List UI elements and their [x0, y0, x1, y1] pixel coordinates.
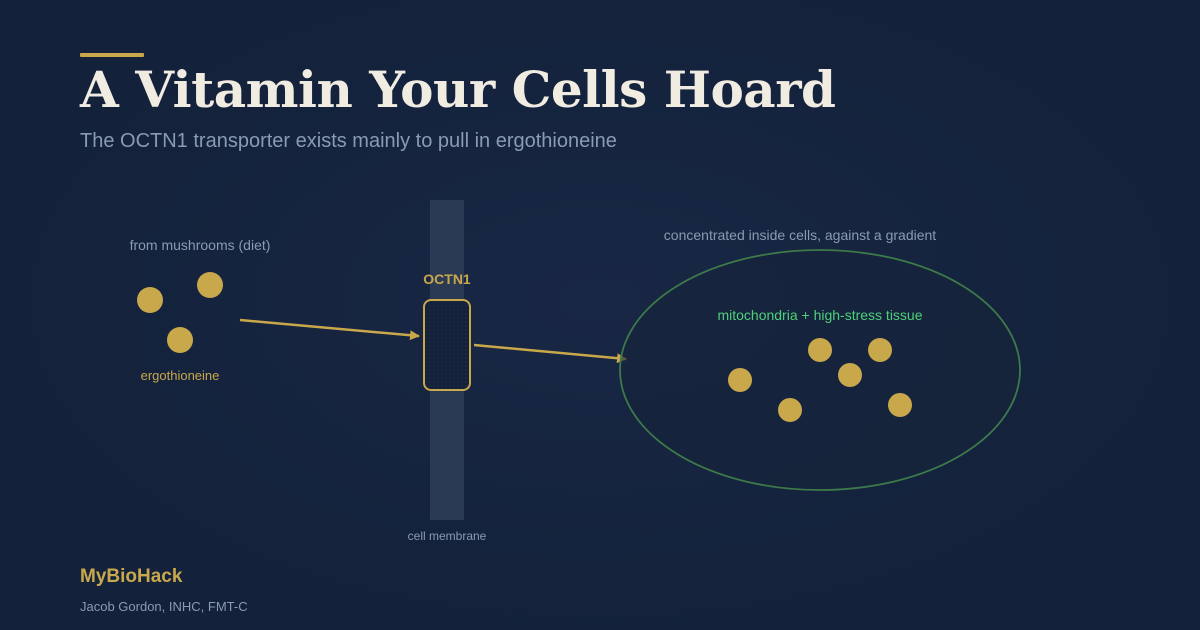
ergothioneine-molecule	[197, 272, 223, 298]
cell-body	[619, 249, 1021, 491]
source-label: from mushrooms (diet)	[130, 237, 271, 253]
delivery-arrow	[473, 343, 627, 364]
ergothioneine-molecule	[167, 327, 193, 353]
molecule-label: ergothioneine	[141, 368, 220, 383]
ergothioneine-molecule	[888, 393, 912, 417]
author-credit: Jacob Gordon, INHC, FMT-C	[80, 599, 248, 614]
ergothioneine-molecule	[778, 398, 802, 422]
ergothioneine-molecule	[808, 338, 832, 362]
membrane-label: cell membrane	[408, 529, 487, 543]
inner-label: mitochondria + high-stress tissue	[717, 307, 922, 323]
transporter-label: OCTN1	[423, 271, 471, 287]
ergothioneine-molecule	[137, 287, 163, 313]
page-subtitle: The OCTN1 transporter exists mainly to p…	[80, 130, 617, 152]
brand-name: MyBioHack	[80, 566, 183, 587]
ergothioneine-molecule	[728, 368, 752, 392]
uptake-arrow	[239, 318, 420, 341]
ergothioneine-molecule	[868, 338, 892, 362]
page-title: A Vitamin Your Cells Hoard	[80, 60, 836, 119]
title-accent-bar	[80, 53, 144, 57]
transporter-texture	[426, 302, 468, 388]
cell-label: concentrated inside cells, against a gra…	[664, 227, 937, 243]
ergothioneine-molecule	[838, 363, 862, 387]
